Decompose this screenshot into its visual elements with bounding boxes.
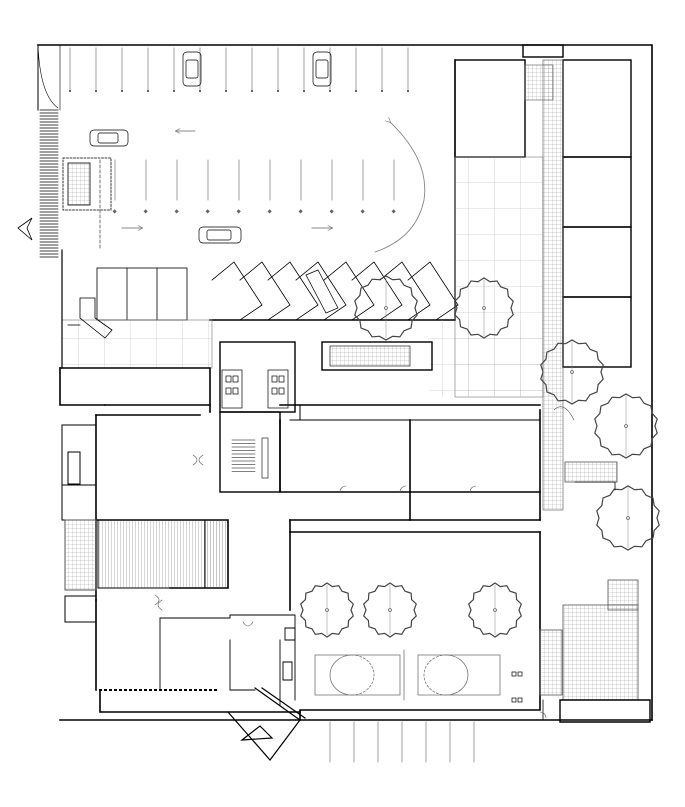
north-arrow-icon — [17, 217, 33, 241]
sw-rooms — [99, 614, 296, 706]
angled-stall — [239, 261, 291, 321]
stall-marker — [69, 90, 71, 92]
direction-arrow-icon — [121, 122, 426, 253]
angled-stall — [351, 261, 403, 321]
stall-marker — [199, 90, 201, 92]
sport-courts — [314, 649, 501, 701]
tiled-plaza — [430, 320, 543, 397]
stall-marker — [407, 90, 409, 92]
angled-stall — [295, 261, 347, 321]
parking-south-boxes — [96, 267, 188, 321]
stall-marker — [173, 90, 175, 92]
entry-canopy — [227, 687, 306, 761]
car-icon — [182, 51, 202, 87]
stall-marker — [147, 90, 149, 92]
stall-marker — [251, 90, 253, 92]
court-equipment — [511, 671, 523, 703]
car-icon — [198, 226, 242, 244]
grid-walkway — [542, 59, 564, 511]
angled-stall — [379, 261, 431, 321]
stall-marker — [329, 209, 334, 214]
west-lobby — [61, 319, 213, 369]
stall-marker — [143, 209, 148, 214]
stall-marker — [381, 90, 383, 92]
angled-stall — [267, 261, 319, 321]
stall-marker — [121, 90, 123, 92]
stall-marker — [303, 90, 305, 92]
angled-stall — [211, 261, 263, 321]
site-boundary — [37, 44, 653, 721]
west-ramp-stripes — [39, 109, 59, 258]
stall-marker — [277, 90, 279, 92]
car-icon — [89, 129, 129, 147]
parking-stair — [62, 157, 112, 211]
stair-icon — [67, 297, 113, 339]
se-grid-area — [539, 579, 651, 723]
tree-icon — [596, 485, 660, 551]
tree-icon — [299, 582, 355, 638]
tree-icon — [354, 275, 418, 341]
parking-north-row — [69, 47, 409, 92]
stall-marker — [95, 90, 97, 92]
east-stair — [564, 461, 618, 491]
stall-marker — [205, 209, 210, 214]
west-rooms — [61, 424, 97, 623]
stall-marker — [112, 209, 117, 214]
tree-icon — [362, 582, 418, 638]
central-core — [219, 341, 433, 493]
stall-marker — [360, 209, 365, 214]
restrooms — [221, 369, 289, 409]
stall-marker — [298, 209, 303, 214]
parking-south-row — [329, 721, 475, 763]
stall-marker — [225, 90, 227, 92]
angled-stall — [323, 261, 375, 321]
stall-marker — [391, 209, 396, 214]
angled-stall — [407, 261, 459, 321]
car-icon — [305, 269, 339, 314]
stall-marker — [355, 90, 357, 92]
tree-icon — [467, 582, 523, 638]
stall-marker — [236, 209, 241, 214]
entrance-ramp — [37, 44, 61, 111]
tree-icon — [594, 393, 658, 459]
stair-icon — [231, 437, 269, 479]
tree-group — [299, 275, 660, 638]
car-icon — [312, 51, 332, 87]
door-swings — [154, 406, 575, 719]
stall-marker — [267, 209, 272, 214]
tree-icon — [454, 277, 514, 339]
parking-angled-row — [211, 261, 459, 321]
tree-icon — [540, 339, 604, 405]
stall-marker — [174, 209, 179, 214]
stair-handrail — [261, 437, 269, 479]
stall-marker — [329, 90, 331, 92]
parking-middle-row — [112, 159, 396, 214]
grid-walkway — [524, 64, 554, 101]
hatched-room — [204, 519, 229, 589]
